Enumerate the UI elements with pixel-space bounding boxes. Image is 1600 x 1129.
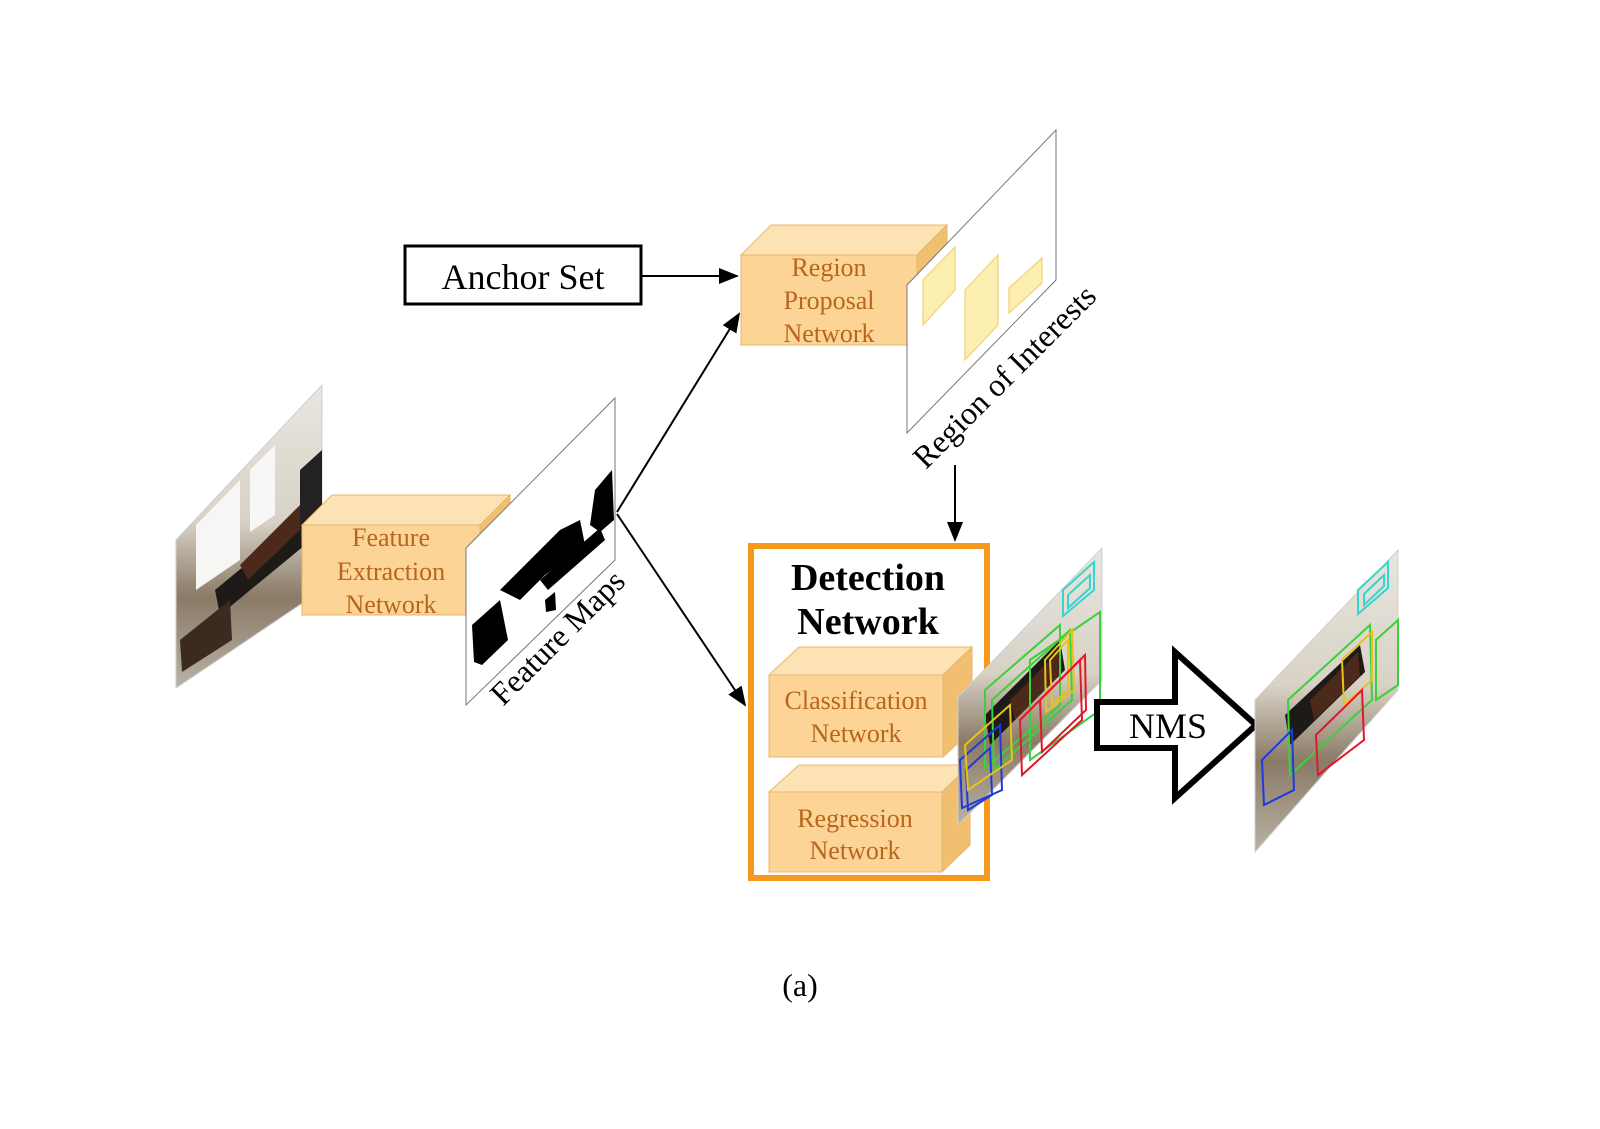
nms-arrow: NMS	[1094, 645, 1261, 805]
regression-label-1: Regression	[797, 804, 913, 833]
rpn-label-3: Network	[784, 319, 875, 348]
roi-map	[906, 128, 1057, 435]
output-image	[1254, 548, 1399, 854]
anchor-set-label: Anchor Set	[442, 257, 605, 297]
classification-label-1: Classification	[785, 686, 928, 715]
arrow-features-to-rpn	[616, 312, 741, 513]
regression-network-box: Regression Network	[767, 763, 972, 874]
rpn-label-1: Region	[791, 253, 866, 282]
detection-network-label-2: Network	[797, 601, 939, 643]
rpn-label-2: Proposal	[784, 286, 875, 315]
feature-map-image	[465, 396, 616, 707]
regression-label-2: Network	[810, 836, 901, 865]
feature-extraction-label-2: Extraction	[337, 557, 445, 586]
feature-extraction-label-3: Network	[346, 590, 437, 619]
feature-extraction-label-1: Feature	[352, 523, 430, 552]
figure-caption: (a)	[782, 967, 818, 1003]
nms-label: NMS	[1129, 706, 1207, 746]
arrows	[616, 268, 963, 707]
input-image	[175, 383, 323, 689]
detection-image	[957, 546, 1103, 827]
anchor-set-box: Anchor Set	[403, 244, 643, 306]
arrow-features-to-detection	[616, 513, 747, 707]
classification-network-box: Classification Network	[767, 645, 974, 759]
detection-network-box: Detection Network Classification Network…	[748, 543, 990, 881]
detection-network-label-1: Detection	[791, 557, 945, 599]
classification-label-2: Network	[811, 719, 902, 748]
